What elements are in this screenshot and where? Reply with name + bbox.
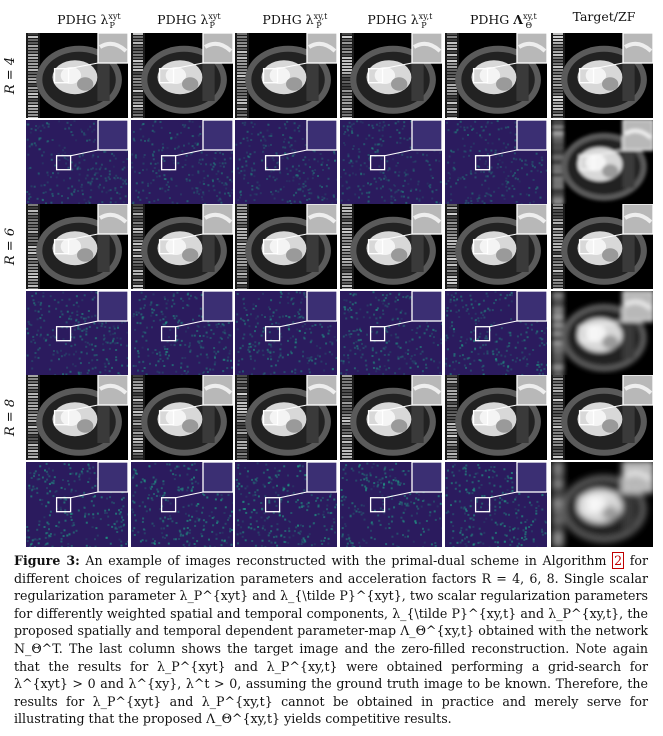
error-map-r1-c3 [235,120,337,205]
reconstruction-image-r3-c5 [445,375,547,460]
reconstruction-image-r2-c1 [26,204,128,289]
caption-text-part1: An example of images reconstructed with … [85,553,607,568]
error-map-r1-c1 [26,120,128,205]
error-map-r3-c4 [340,462,442,547]
figure-3: PDHG λxytP PDHG λxytP̃ PDHG λxy,tP̃ PDHG λx… [3,9,653,547]
reconstruction-image-r2-c2 [131,204,233,289]
reconstruction-image-r1-c5 [445,33,547,118]
error-map-r2-c5 [445,291,547,376]
reconstruction-image-r3-c1 [26,375,128,460]
figure-caption: Figure 3: An example of images reconstru… [14,552,648,728]
error-map-r3-c3 [235,462,337,547]
error-map-r1-c2 [131,120,233,205]
reconstruction-image-r3-c4 [340,375,442,460]
error-map-r2-c2 [131,291,233,376]
column-header-4: PDHG λxy,tP [367,12,433,30]
error-map-r3-c2 [131,462,233,547]
reconstruction-image-r3-c3 [235,375,337,460]
reconstruction-image-r2-c3 [235,204,337,289]
error-map-r3-c1 [26,462,128,547]
zero-filled-image-r1 [551,120,653,205]
reconstruction-image-r1-c4 [340,33,442,118]
reconstruction-image-r3-c6 [551,375,653,460]
column-header-5: PDHG Λxy,tΘ [469,12,537,30]
column-header-6: Target/ZF [572,9,636,24]
error-map-r3-c5 [445,462,547,547]
caption-figure-label: Figure 3: [14,553,80,568]
column-header-1: PDHG λxytP [57,12,121,30]
reconstruction-image-r1-c2 [131,33,233,118]
zero-filled-image-r3 [551,462,653,547]
error-map-r2-c1 [26,291,128,376]
error-map-r1-c4 [340,120,442,205]
error-map-r1-c5 [445,120,547,205]
reconstruction-image-r2-c6 [551,204,653,289]
algorithm-reference-link[interactable]: 2 [612,552,625,569]
row-label-1: R = 4 [3,56,19,95]
reconstruction-image-r3-c2 [131,375,233,460]
reconstruction-image-r1-c1 [26,33,128,118]
error-map-r2-c4 [340,291,442,376]
reconstruction-image-r2-c5 [445,204,547,289]
caption-text-part2: for different choices of regularization … [14,553,648,727]
column-header-3: PDHG λxy,tP̃ [262,12,328,30]
reconstruction-image-r1-c6 [551,33,653,118]
row-label-2: R = 6 [3,227,19,266]
error-map-r2-c3 [235,291,337,376]
row-label-3: R = 8 [3,398,19,437]
column-header-2: PDHG λxytP̃ [157,12,221,30]
reconstruction-image-r2-c4 [340,204,442,289]
reconstruction-image-r1-c3 [235,33,337,118]
zero-filled-image-r2 [551,291,653,376]
